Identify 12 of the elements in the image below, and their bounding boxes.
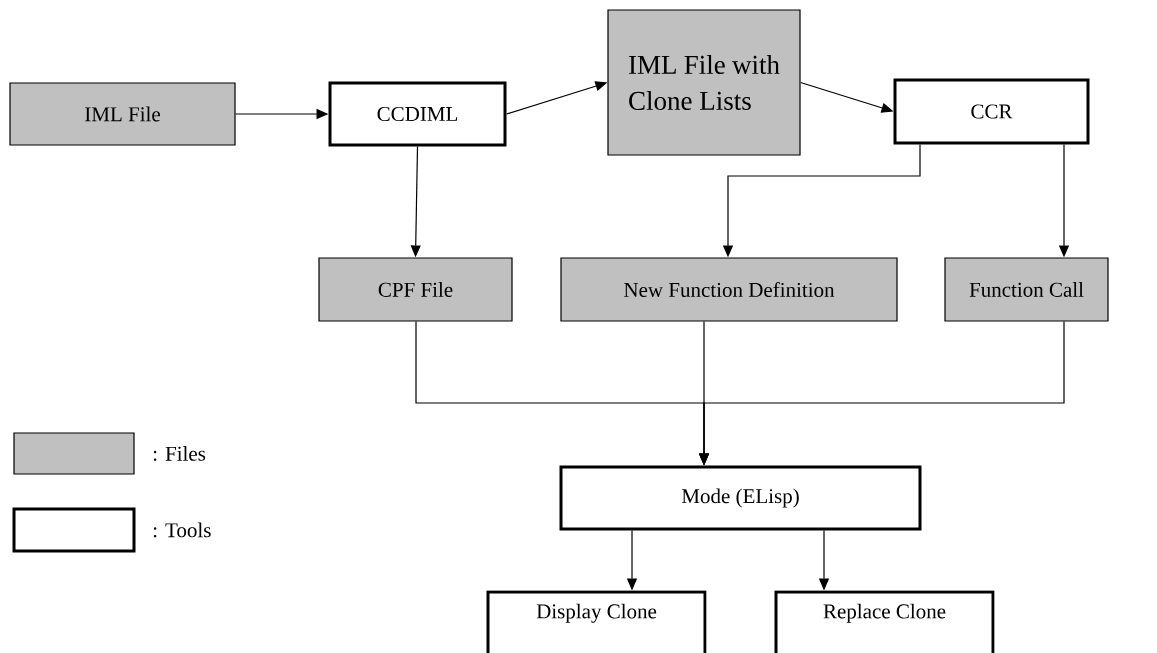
tool-box: CCDIML xyxy=(328,81,507,147)
tool-box: Replace Clone xyxy=(774,590,995,653)
file-box: IML File xyxy=(9,82,236,146)
file-box: CPF File xyxy=(318,257,513,322)
tool-box: CCR xyxy=(893,78,1090,145)
legend-label: : Tools xyxy=(153,522,211,538)
file-box: IML File with Clone Lists xyxy=(607,9,801,156)
file-box: Function Call xyxy=(944,257,1109,322)
file-box: New Function Definition xyxy=(560,257,898,322)
legend-label: : Files xyxy=(153,446,206,461)
tool-box: Mode (ELisp) xyxy=(559,465,922,531)
tool-box: Display Clone xyxy=(486,590,707,653)
